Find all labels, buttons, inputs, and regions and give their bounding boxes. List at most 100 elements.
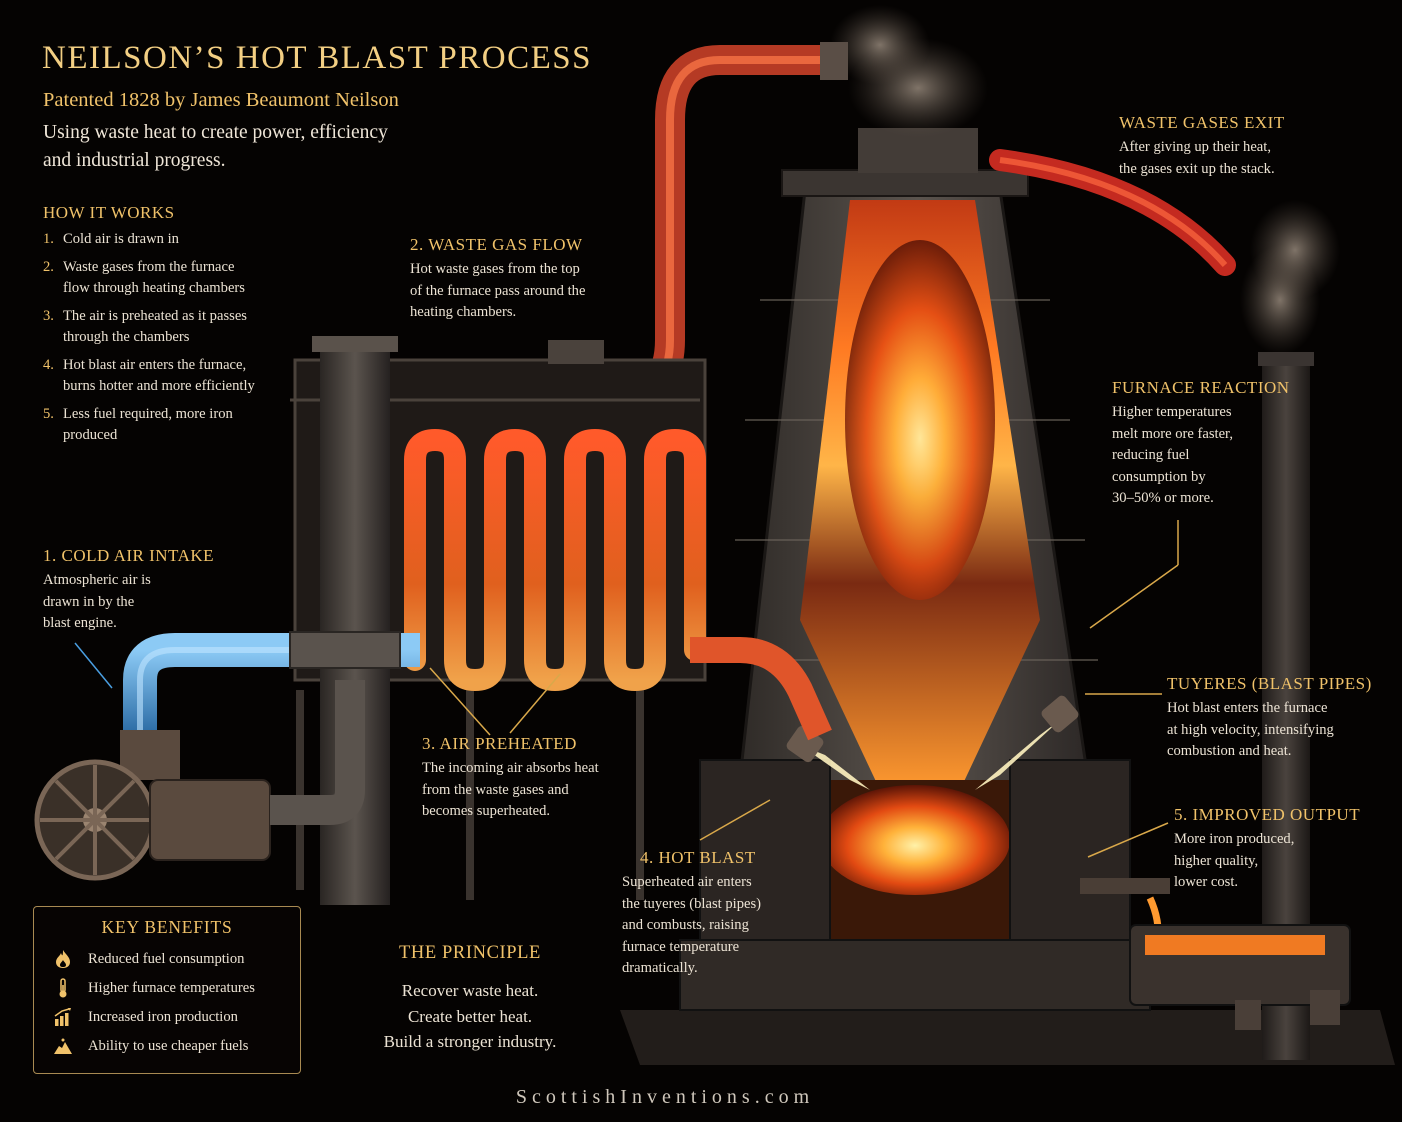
callout-air-preheated: 3. AIR PREHEATED The incoming air absorb… xyxy=(422,734,599,823)
callout-line: dramatically. xyxy=(622,960,698,976)
callout-line: consumption by xyxy=(1112,468,1206,485)
step-text: burns hotter and more efficiently xyxy=(63,378,255,394)
benefit-label: Higher furnace temperatures xyxy=(88,979,255,996)
footer-site-name: ScottishInventions.com xyxy=(515,1086,815,1108)
tagline-line: and industrial progress. xyxy=(43,150,226,171)
callout-waste-gases-exit: WASTE GASES EXIT After giving up their h… xyxy=(1119,113,1285,180)
thermometer-icon xyxy=(59,978,67,998)
benefit-item: Increased iron production xyxy=(52,1005,238,1029)
callout-heading: 4. HOT BLAST xyxy=(640,848,756,867)
how-it-works-heading: HOW IT WORKS xyxy=(43,203,175,222)
callout-line: After giving up their heat, xyxy=(1119,139,1271,155)
furnace-base-platform xyxy=(620,1010,1395,1065)
callout-body: Hot blast enters the furnace at high vel… xyxy=(1167,698,1372,763)
callout-body: Atmospheric air is drawn in by the blast… xyxy=(43,570,214,635)
callout-body: Hot waste gases from the top of the furn… xyxy=(410,259,585,324)
principle-line: Recover waste heat. xyxy=(401,981,539,1000)
step-text: Cold air is drawn in xyxy=(63,231,179,247)
callout-cold-air: 1. COLD AIR INTAKE Atmospheric air is dr… xyxy=(43,546,214,635)
callout-waste-gas-flow: 2. WASTE GAS FLOW Hot waste gases from t… xyxy=(410,235,585,324)
callout-heading: 1. COLD AIR INTAKE xyxy=(43,546,215,565)
step-text: Less fuel required, more iron xyxy=(63,405,233,422)
step-item: 4.Hot blast air enters the furnace,burns… xyxy=(43,355,303,398)
step-item: 5. Less fuel required, more iron produced xyxy=(43,404,303,447)
benefit-item: Ability to use cheaper fuels xyxy=(52,1034,248,1058)
blast-furnace-tower xyxy=(679,5,1151,1011)
leader-lines xyxy=(74,520,1179,858)
callout-line: Superheated air enters xyxy=(622,874,752,890)
callout-hot-blast: 4. HOT BLAST Superheated air enters the … xyxy=(622,848,761,980)
callout-line: blast engine. xyxy=(43,615,117,631)
callout-body: After giving up their heat, the gases ex… xyxy=(1119,137,1285,180)
callout-improved-output: 5. IMPROVED OUTPUT More iron produced, h… xyxy=(1174,805,1360,894)
benefit-item: Reduced fuel consumption xyxy=(52,947,244,971)
callout-line: heating chambers. xyxy=(410,304,517,320)
callout-heading: 3. AIR PREHEATED xyxy=(422,734,577,753)
callout-body: More iron produced, higher quality, lowe… xyxy=(1174,829,1360,894)
step-text: The air is preheated as it passes xyxy=(63,307,247,324)
step-number: 1. xyxy=(43,231,54,247)
callout-body: Superheated air enters the tuyeres (blas… xyxy=(622,872,761,980)
callout-line: More iron produced, xyxy=(1174,831,1295,847)
step-item: 1. Cold air is drawn in xyxy=(43,229,303,251)
step-number: 3. xyxy=(43,307,54,324)
step-number: 5. xyxy=(43,405,54,422)
page-subtitle: Patented 1828 by James Beaumont Neilson xyxy=(43,89,399,111)
benefit-label: Ability to use cheaper fuels xyxy=(88,1037,249,1054)
callout-line: Hot blast enters the furnace xyxy=(1167,700,1328,716)
callout-line: 30–50% or more. xyxy=(1112,490,1214,506)
callout-line: becomes superheated. xyxy=(422,803,551,819)
step-text: Waste gases from the furnace xyxy=(63,258,235,275)
principle-line: Create better heat. xyxy=(407,1006,533,1026)
callout-heading: WASTE GASES EXIT xyxy=(1119,113,1285,132)
callout-heading: 2. WASTE GAS FLOW xyxy=(410,235,583,254)
key-benefits-panel: KEY BENEFITS Reduced fuel consumption Hi… xyxy=(33,906,301,1074)
page-title: NEILSON’S HOT BLAST PROCESS xyxy=(42,40,592,76)
callout-heading: 5. IMPROVED OUTPUT xyxy=(1174,805,1361,824)
tagline-line: Using waste heat to create power, effici… xyxy=(43,122,388,143)
callout-line: and combusts, raising xyxy=(622,917,749,933)
how-it-works-list: 1. Cold air is drawn in 2. Waste gases fro… xyxy=(43,229,303,453)
benefit-label: Reduced fuel consumption xyxy=(88,950,245,967)
callout-line: from the waste gases and xyxy=(422,781,569,798)
callout-line: the tuyeres (blast pipes) xyxy=(622,895,762,912)
benefit-item: Higher furnace temperatures xyxy=(52,976,255,1000)
step-item: 2. Waste gases from the furnace flow throu… xyxy=(43,257,303,300)
callout-line: the gases exit up the stack. xyxy=(1119,160,1275,177)
bar-chart-icon xyxy=(54,1008,71,1026)
step-text: flow through heating chambers xyxy=(63,280,245,296)
callout-line: melt more ore faster, xyxy=(1112,425,1233,442)
iron-tap-trough xyxy=(1080,878,1351,1030)
callout-heading: TUYERES (BLAST PIPES) xyxy=(1167,674,1372,693)
callout-line: lower cost. xyxy=(1174,874,1239,890)
callout-line: reducing fuel xyxy=(1112,447,1190,463)
principle-section: THE PRINCIPLE Recover waste heat. Create… xyxy=(350,943,590,1055)
callout-body: Higher temperatures melt more ore faster… xyxy=(1112,402,1290,510)
callout-line: of the furnace pass around the xyxy=(410,282,586,299)
callout-line: at high velocity, intensifying xyxy=(1167,721,1334,738)
callout-body: The incoming air absorbs heat from the w… xyxy=(422,758,599,823)
cold-air-pipe xyxy=(123,631,420,730)
callout-heading: FURNACE REACTION xyxy=(1112,378,1290,397)
step-text: Hot blast air enters the furnace, xyxy=(63,356,247,373)
callout-line: furnace temperature xyxy=(622,938,740,955)
step-text: produced xyxy=(63,427,118,443)
hot-blast-main xyxy=(690,637,832,741)
benefit-label: Increased iron production xyxy=(88,1008,238,1025)
callout-line: Atmospheric air is xyxy=(43,572,151,588)
callout-line: combustion and heat. xyxy=(1167,743,1292,759)
coal-pile-icon xyxy=(54,1038,72,1054)
callout-line: Higher temperatures xyxy=(1112,404,1232,420)
principle-line: Build a stronger industry. xyxy=(383,1032,557,1051)
callout-line: The incoming air absorbs heat xyxy=(422,760,599,776)
tagline: Using waste heat to create power, effici… xyxy=(43,119,463,175)
step-text: through the chambers xyxy=(63,329,190,345)
blast-engine xyxy=(34,680,365,881)
callout-line: drawn in by the xyxy=(43,593,135,610)
callout-line: higher quality, xyxy=(1174,852,1259,869)
key-benefits-heading: KEY BENEFITS xyxy=(101,917,233,937)
step-number: 2. xyxy=(43,258,54,275)
tuyere-jets xyxy=(786,695,1079,790)
callout-furnace-reaction: FURNACE REACTION Higher temperatures mel… xyxy=(1112,378,1290,510)
